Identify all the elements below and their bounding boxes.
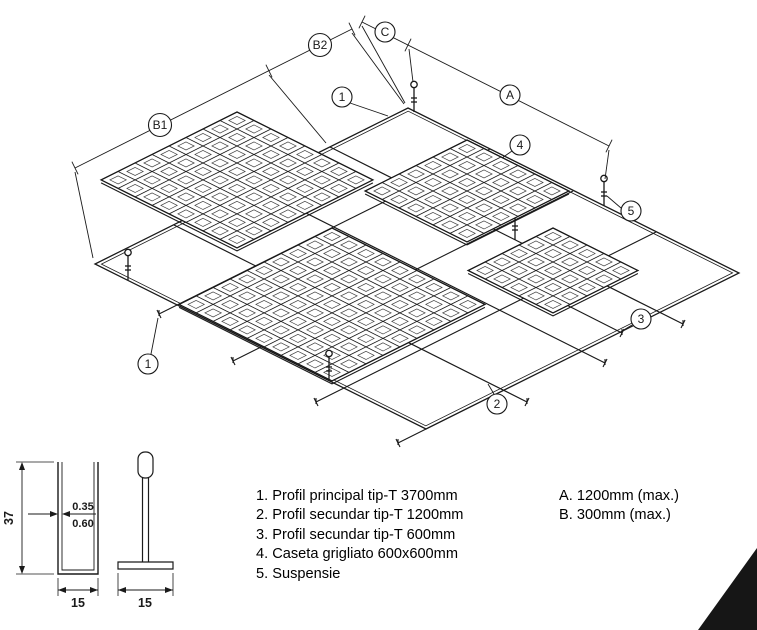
legend-item-1: 1. Profil principal tip-T 3700mm: [256, 488, 458, 504]
dim-label-c: C: [381, 25, 390, 39]
dim-extension: [408, 48, 414, 83]
dim-extension: [74, 171, 94, 259]
dim-balloon-c: C: [374, 21, 396, 43]
dim-tick: [265, 64, 273, 78]
legend-item-4: 4. Caseta grigliato 600x600mm: [256, 546, 458, 563]
note-a: A. 1200mm (max.): [559, 488, 680, 504]
callout-5: 5: [620, 200, 642, 222]
tee-flange: [117, 561, 174, 570]
callout-1-bottom: 1: [137, 353, 159, 375]
dim-label-a: A: [506, 88, 514, 102]
thickness-upper-label: 0.35: [72, 501, 93, 513]
panels-floating: [99, 111, 571, 252]
dim-extension: [361, 25, 406, 104]
legend-notes: A. 1200mm (max.) B. 300mm (max.): [559, 487, 679, 526]
suspension-hanger-icon: [124, 248, 132, 280]
arrowhead: [19, 462, 25, 470]
arrowhead: [19, 566, 25, 574]
dim-tick: [605, 139, 613, 153]
tee-end-cap: [156, 309, 162, 319]
tee-end-cap: [680, 319, 686, 329]
grigliato-panel: [99, 111, 375, 252]
note-b: B. 300mm (max.): [559, 507, 671, 524]
profile-end-caps: [156, 309, 686, 448]
dim-extension: [351, 32, 405, 105]
tee-bulb: [137, 451, 154, 479]
tee-profile-section: 15: [117, 451, 174, 610]
panels-in-plane: [177, 227, 640, 385]
arrowhead: [62, 511, 70, 517]
dim-chain-a: [361, 21, 610, 147]
callout-leader: [621, 324, 633, 332]
channel-height-label: 37: [2, 511, 16, 525]
callout-leader: [349, 102, 389, 117]
dim-chain-b: [74, 28, 353, 169]
channel-outline: [57, 462, 99, 575]
arrowhead: [90, 587, 98, 593]
callout-leader: [150, 317, 159, 355]
arrowhead: [165, 587, 173, 593]
tee-end-cap: [313, 397, 319, 407]
legend-item-3: 3. Profil secundar tip-T 600mm: [256, 526, 456, 543]
tee-end-cap: [395, 438, 401, 448]
grigliato-panel: [466, 227, 640, 317]
dimension-lines: [71, 15, 613, 259]
callout-leader: [606, 195, 622, 209]
callout-2-label: 2: [494, 397, 501, 411]
suspension-hangers: [124, 80, 608, 381]
tee-end-cap: [230, 356, 236, 366]
dim-balloon-b2: B2: [307, 32, 333, 58]
dim-tick: [404, 38, 412, 52]
callout-1-label: 1: [339, 90, 346, 104]
callout-3: 3: [630, 308, 652, 330]
dim-tick: [71, 161, 79, 175]
grigliato-panel: [177, 227, 487, 385]
callout-leader: [487, 383, 495, 395]
main-runner: [329, 146, 684, 325]
tee-width-label: 15: [138, 596, 152, 610]
thickness-lower-label: 0.60: [72, 518, 93, 530]
dim-balloon-a: A: [499, 84, 521, 106]
callout-5-label: 5: [628, 204, 635, 218]
dim-extension: [268, 74, 327, 144]
dim-extension: [604, 149, 610, 180]
dim-label-b2: B2: [313, 38, 328, 52]
legend: 1. Profil principal tip-T 3700mm 2. Prof…: [256, 487, 463, 584]
channel-profile-section: 37 0.35 0.60 15: [2, 461, 99, 610]
cross-tee: [397, 428, 427, 444]
legend-item-2: 2. Profil secundar tip-T 1200mm: [256, 507, 464, 524]
suspension-hanger-icon: [410, 80, 418, 112]
callout-2: 2: [486, 393, 508, 415]
suspension-hanger-icon: [325, 349, 333, 381]
channel-outline-inner: [61, 462, 95, 571]
main-runner: [251, 185, 606, 364]
dimension-labels: B1 B2 C A: [147, 21, 521, 138]
callout-4: 4: [509, 134, 531, 156]
arrowhead: [58, 587, 66, 593]
callouts: 1 1 2 3 4 5: [137, 86, 652, 415]
corner-artifact: [698, 548, 757, 630]
callout-1-label: 1: [145, 357, 152, 371]
dim-label-b1: B1: [153, 118, 168, 132]
tee-end-cap: [524, 397, 530, 407]
callout-4-label: 4: [517, 138, 524, 152]
profile-sections: 37 0.35 0.60 15: [2, 451, 174, 610]
callout-1-top: 1: [331, 86, 353, 108]
dim-balloon-b1: B1: [147, 112, 173, 138]
dim-tick: [358, 15, 366, 29]
dim-tick: [348, 22, 356, 36]
tee-end-cap: [602, 358, 608, 368]
suspension-hanger-icon: [600, 174, 608, 206]
arrowhead: [50, 511, 58, 517]
legend-item-5: 5. Suspensie: [256, 565, 341, 582]
channel-width-label: 15: [71, 596, 85, 610]
arrowhead: [118, 587, 126, 593]
callout-3-label: 3: [638, 312, 645, 326]
callout-leader: [501, 150, 513, 159]
grigliato-panel: [363, 139, 571, 246]
